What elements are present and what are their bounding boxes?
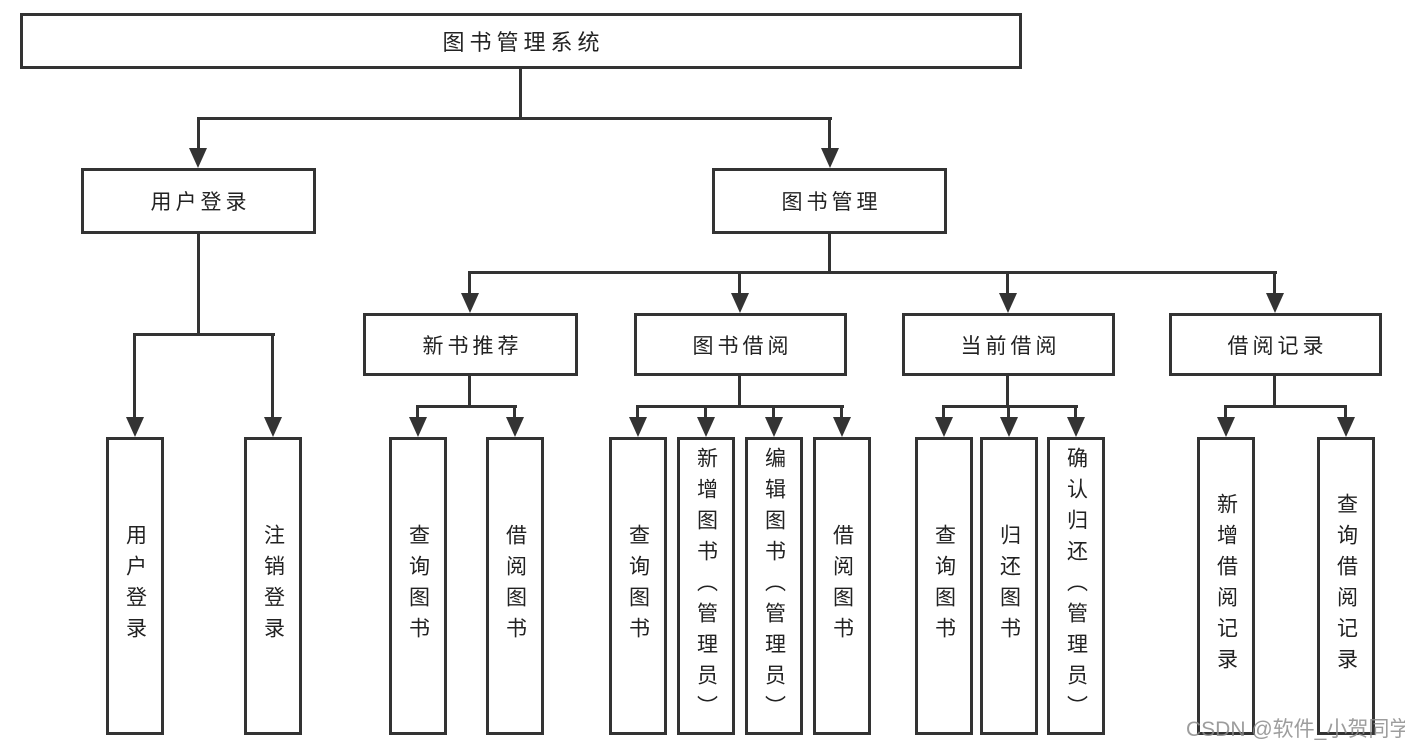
csdn-watermark: CSDN @软件_小贺同学 — [1186, 718, 1405, 741]
arrowhead-new-book — [461, 293, 479, 313]
arrowhead-book-borrow — [731, 293, 749, 313]
node-root-label: 图书管理系统 — [442, 30, 605, 55]
leaf-add-book-admin-label: 新增图书（管理员） — [694, 446, 718, 726]
node-borrow-records-label: 借阅记录 — [1227, 334, 1328, 358]
connector-to-new-book — [468, 271, 471, 296]
connector-book-mgmt-branch — [469, 271, 1277, 274]
connector-to-book-borrow — [738, 271, 741, 296]
connector-book-mgmt-stem — [828, 231, 831, 274]
node-root: 图书管理系统 — [20, 13, 1022, 69]
connector-user-login-stem — [197, 231, 200, 336]
connector-to-current-borrow — [1006, 271, 1009, 296]
leaf-confirm-return-admin-label: 确认归还（管理员） — [1064, 446, 1088, 726]
arrowhead-book-management — [821, 148, 839, 168]
node-current-borrow: 当前借阅 — [902, 313, 1115, 376]
leaf-logout-label: 注销登录 — [261, 524, 285, 648]
connector-new-book-stem — [468, 373, 471, 408]
node-borrow-records: 借阅记录 — [1169, 313, 1382, 376]
arrowhead-current-borrow — [999, 293, 1017, 313]
arrowhead-leaf-query2 — [629, 417, 647, 437]
arrowhead-leaf-login — [126, 417, 144, 437]
arrowhead-leaf-query-record — [1337, 417, 1355, 437]
connector-to-leaf-query2 — [636, 405, 639, 419]
leaf-return-book-label: 归还图书 — [997, 524, 1021, 648]
leaf-query-books-recommend-label: 查询图书 — [406, 524, 430, 648]
connector-to-book-management — [828, 117, 831, 150]
connector-to-user-login — [197, 117, 200, 150]
connector-user-login-branch — [134, 333, 275, 336]
connector-book-borrow-branch — [637, 405, 844, 408]
leaf-add-book-admin: 新增图书（管理员） — [677, 437, 735, 735]
leaf-add-borrow-record: 新增借阅记录 — [1197, 437, 1255, 735]
node-book-management: 图书管理 — [712, 168, 947, 234]
connector-to-leaf-query-record — [1344, 405, 1347, 419]
connector-to-leaf-borrow2 — [840, 405, 843, 419]
leaf-query-books-current: 查询图书 — [915, 437, 973, 735]
connector-new-book-branch — [417, 405, 517, 408]
connector-current-borrow-branch — [943, 405, 1078, 408]
connector-to-leaf-confirm-return — [1074, 405, 1077, 419]
leaf-query-borrow-record: 查询借阅记录 — [1317, 437, 1375, 735]
connector-to-leaf-borrow1 — [513, 405, 516, 419]
leaf-borrow-books: 借阅图书 — [813, 437, 871, 735]
arrowhead-borrow-records — [1266, 293, 1284, 313]
node-new-book-recommend: 新书推荐 — [363, 313, 578, 376]
connector-to-leaf-edit-book — [772, 405, 775, 419]
leaf-return-book: 归还图书 — [980, 437, 1038, 735]
node-book-borrow-label: 图书借阅 — [692, 334, 793, 358]
arrowhead-leaf-edit-book — [765, 417, 783, 437]
arrowhead-leaf-add-record — [1217, 417, 1235, 437]
leaf-borrow-books-label: 借阅图书 — [830, 524, 854, 648]
leaf-borrow-books-recommend: 借阅图书 — [486, 437, 544, 735]
connector-to-leaf-logout — [271, 333, 274, 419]
leaf-user-login-label: 用户登录 — [123, 524, 147, 648]
connector-borrow-records-branch — [1225, 405, 1347, 408]
arrowhead-user-login — [189, 148, 207, 168]
leaf-confirm-return-admin: 确认归还（管理员） — [1047, 437, 1105, 735]
arrowhead-leaf-return — [1000, 417, 1018, 437]
leaf-query-books-current-label: 查询图书 — [932, 524, 956, 648]
arrowhead-leaf-query3 — [935, 417, 953, 437]
node-book-borrow: 图书借阅 — [634, 313, 847, 376]
connector-borrow-records-stem — [1273, 373, 1276, 408]
arrowhead-leaf-add-book — [697, 417, 715, 437]
leaf-edit-book-admin-label: 编辑图书（管理员） — [762, 446, 786, 726]
leaf-query-books-borrow: 查询图书 — [609, 437, 667, 735]
connector-to-leaf-query3 — [942, 405, 945, 419]
node-current-borrow-label: 当前借阅 — [960, 334, 1061, 358]
leaf-query-borrow-record-label: 查询借阅记录 — [1334, 493, 1358, 679]
connector-to-leaf-query1 — [416, 405, 419, 419]
arrowhead-leaf-confirm-return — [1067, 417, 1085, 437]
leaf-query-books-borrow-label: 查询图书 — [626, 524, 650, 648]
connector-root-stem — [519, 66, 522, 119]
node-book-management-label: 图书管理 — [781, 191, 882, 214]
arrowhead-leaf-query1 — [409, 417, 427, 437]
connector-current-borrow-stem — [1006, 373, 1009, 408]
connector-to-leaf-login — [133, 333, 136, 419]
leaf-edit-book-admin: 编辑图书（管理员） — [745, 437, 803, 735]
node-user-login-label: 用户登录 — [150, 191, 251, 214]
leaf-query-books-recommend: 查询图书 — [389, 437, 447, 735]
leaf-user-login: 用户登录 — [106, 437, 164, 735]
arrowhead-leaf-borrow2 — [833, 417, 851, 437]
node-user-login: 用户登录 — [81, 168, 316, 234]
arrowhead-leaf-logout — [264, 417, 282, 437]
connector-to-borrow-records — [1273, 271, 1276, 296]
node-new-book-recommend-label: 新书推荐 — [422, 334, 523, 358]
leaf-logout: 注销登录 — [244, 437, 302, 735]
connector-to-leaf-add-record — [1224, 405, 1227, 419]
leaf-add-borrow-record-label: 新增借阅记录 — [1214, 493, 1238, 679]
connector-root-branch — [197, 117, 832, 120]
connector-to-leaf-add-book — [704, 405, 707, 419]
leaf-borrow-books-recommend-label: 借阅图书 — [503, 524, 527, 648]
arrowhead-leaf-borrow1 — [506, 417, 524, 437]
connector-book-borrow-stem — [738, 373, 741, 408]
connector-to-leaf-return — [1007, 405, 1010, 419]
